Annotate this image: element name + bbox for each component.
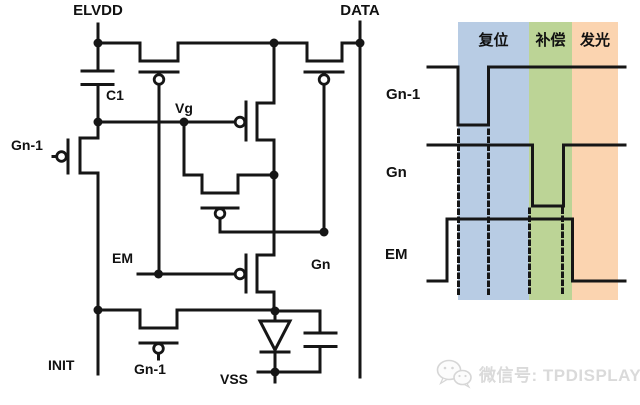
reset-phase-label: 复位 — [478, 32, 509, 49]
waveform-gn — [426, 143, 627, 208]
timing-signal-gn-label: Gn — [386, 164, 407, 181]
data-terminal-label: DATA — [340, 2, 380, 19]
wechat-icon — [436, 359, 472, 389]
waveform-em — [426, 217, 627, 283]
transistor-drive — [244, 41, 276, 177]
c1-label: C1 — [106, 87, 124, 103]
phase-boundary-dashed-lines — [457, 128, 564, 298]
transistor-gn1-left — [51, 120, 100, 312]
transistor-data-write — [303, 70, 345, 234]
compensation-phase-label: 补偿 — [535, 32, 566, 49]
transistor-compensation — [182, 120, 326, 234]
elvdd-rail — [96, 22, 362, 63]
capacitor-c1 — [80, 41, 115, 124]
transistor-em-top — [138, 70, 180, 276]
waveform-gn-1 — [426, 65, 627, 127]
gn1-left-gate-label: Gn-1 — [11, 137, 43, 153]
capacitor-oled — [273, 309, 338, 374]
oled-diode — [257, 309, 293, 384]
gn-net-label: Gn — [311, 256, 331, 272]
init-terminal-label: INIT — [48, 357, 75, 373]
vg-label: Vg — [175, 100, 193, 116]
timing-signal-em-label: EM — [385, 246, 408, 263]
emission-phase-label: 发光 — [579, 32, 610, 49]
vss-terminal-label: VSS — [220, 371, 249, 387]
junction-dots — [93, 38, 365, 377]
watermark: 微信号: TPDISPLAY — [434, 357, 640, 389]
gn1-bottom-gate-label: Gn-1 — [134, 361, 166, 377]
watermark-text: 微信号: TPDISPLAY — [479, 365, 640, 385]
pmos-gate-bubbles — [55, 73, 331, 355]
em-net-label: EM — [112, 250, 133, 266]
timing-signal-gn-1-label: Gn-1 — [386, 86, 421, 103]
elvdd-terminal-label: ELVDD — [73, 2, 123, 19]
init-rail — [96, 308, 277, 376]
